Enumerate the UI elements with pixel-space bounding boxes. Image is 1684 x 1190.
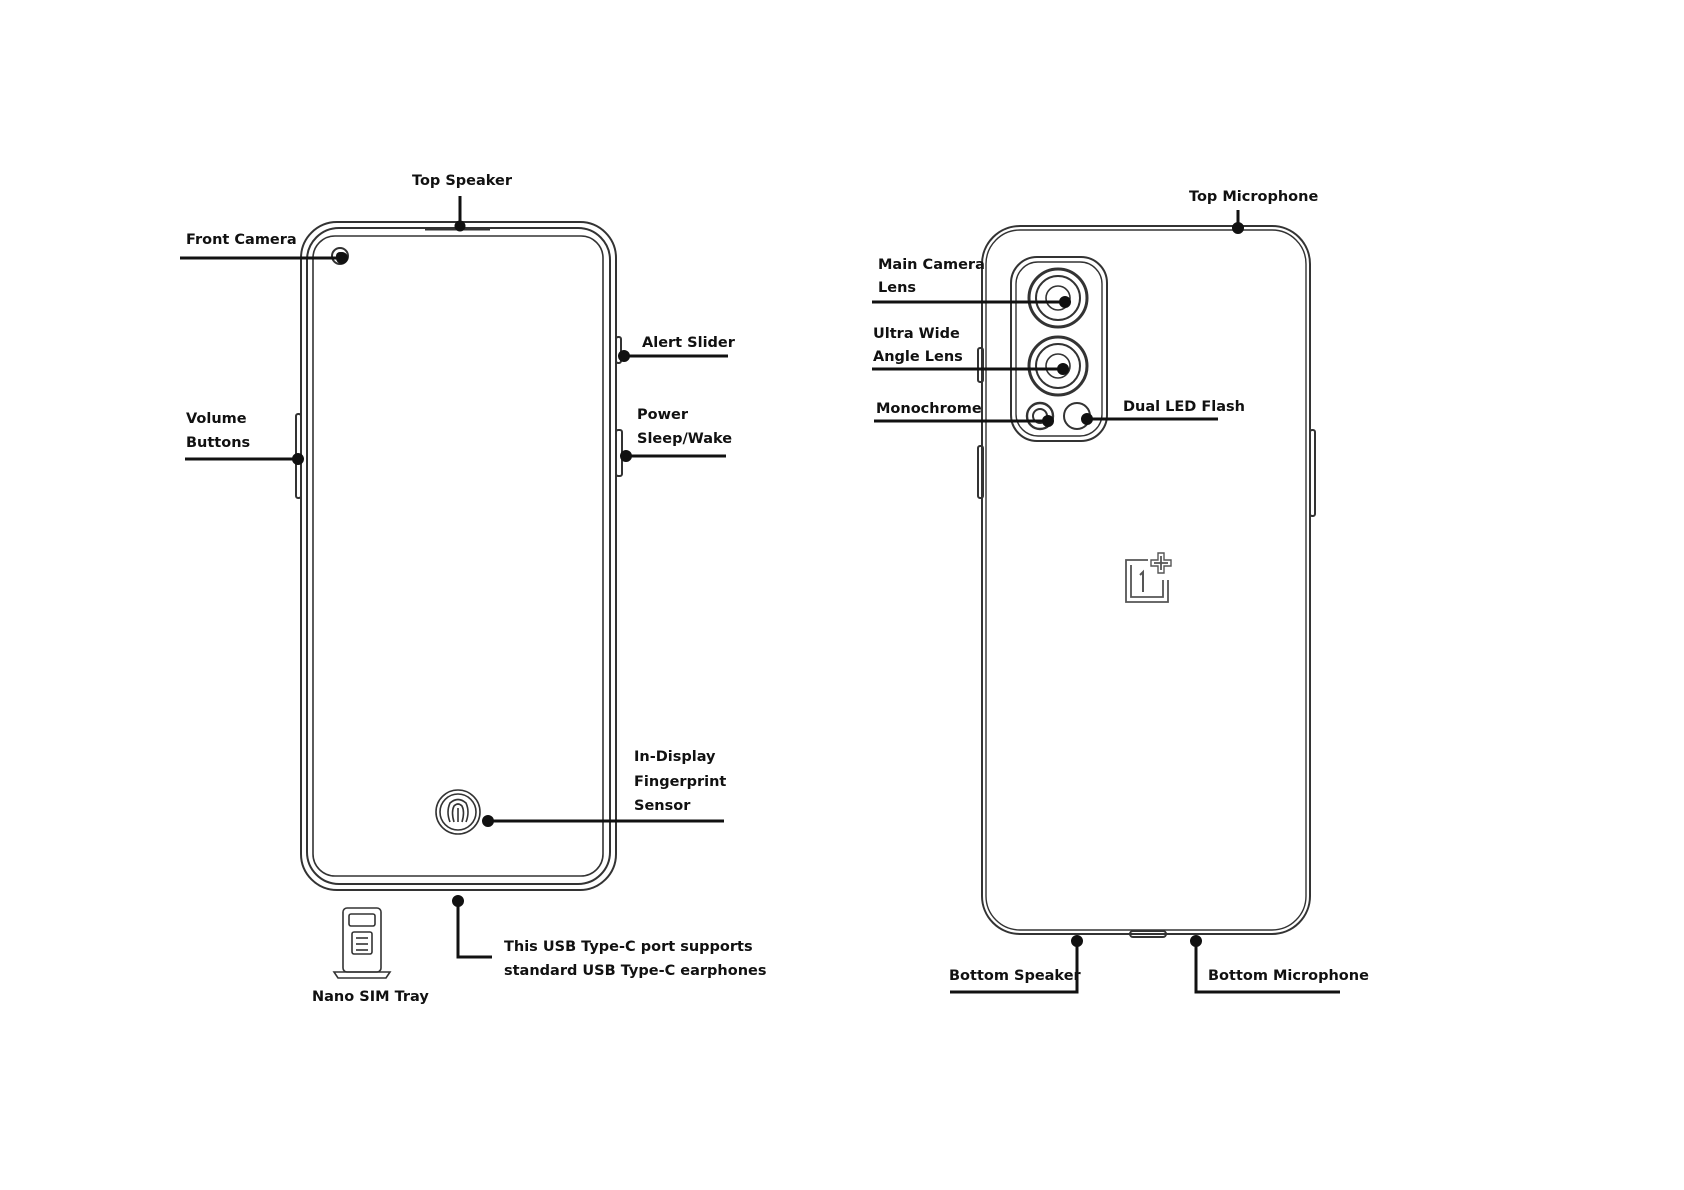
label-main-camera-line-2: Lens [878, 276, 916, 300]
camera-module [1011, 257, 1107, 441]
label-monochrome: Monochrome [876, 397, 982, 421]
fingerprint-icon [436, 790, 480, 834]
label-nano-sim-tray: Nano SIM Tray [312, 985, 429, 1009]
label-top-microphone: Top Microphone [1189, 185, 1318, 209]
label-main-camera-line-1: Main Camera [878, 253, 985, 277]
label-bottom-speaker: Bottom Speaker [949, 964, 1081, 988]
label-ultra-wide-line-2: Angle Lens [873, 345, 963, 369]
label-fingerprint-line-1: In-Display [634, 745, 716, 769]
main-camera-icon [1029, 269, 1087, 327]
sim-tray-icon [334, 908, 390, 978]
label-fingerprint-line-3: Sensor [634, 794, 690, 818]
label-dual-led-flash: Dual LED Flash [1123, 395, 1245, 419]
label-front-camera: Front Camera [186, 228, 297, 252]
label-power-line-1: Power [637, 403, 688, 427]
label-usb-line-1: This USB Type-C port supports [504, 935, 753, 959]
label-volume-line-1: Volume [186, 407, 247, 431]
label-alert-slider: Alert Slider [642, 331, 735, 355]
back-volume [978, 446, 983, 498]
back-power [1310, 430, 1315, 516]
oneplus-logo-icon [1126, 553, 1171, 602]
label-usb-line-2: standard USB Type-C earphones [504, 959, 767, 983]
label-top-speaker: Top Speaker [412, 169, 512, 193]
back-phone-body [982, 226, 1310, 934]
label-ultra-wide-line-1: Ultra Wide [873, 322, 960, 346]
back-alert-slider [978, 348, 983, 382]
label-bottom-microphone: Bottom Microphone [1208, 964, 1369, 988]
label-volume-line-2: Buttons [186, 431, 250, 455]
label-fingerprint-line-2: Fingerprint [634, 770, 726, 794]
label-power-line-2: Sleep/Wake [637, 427, 732, 451]
